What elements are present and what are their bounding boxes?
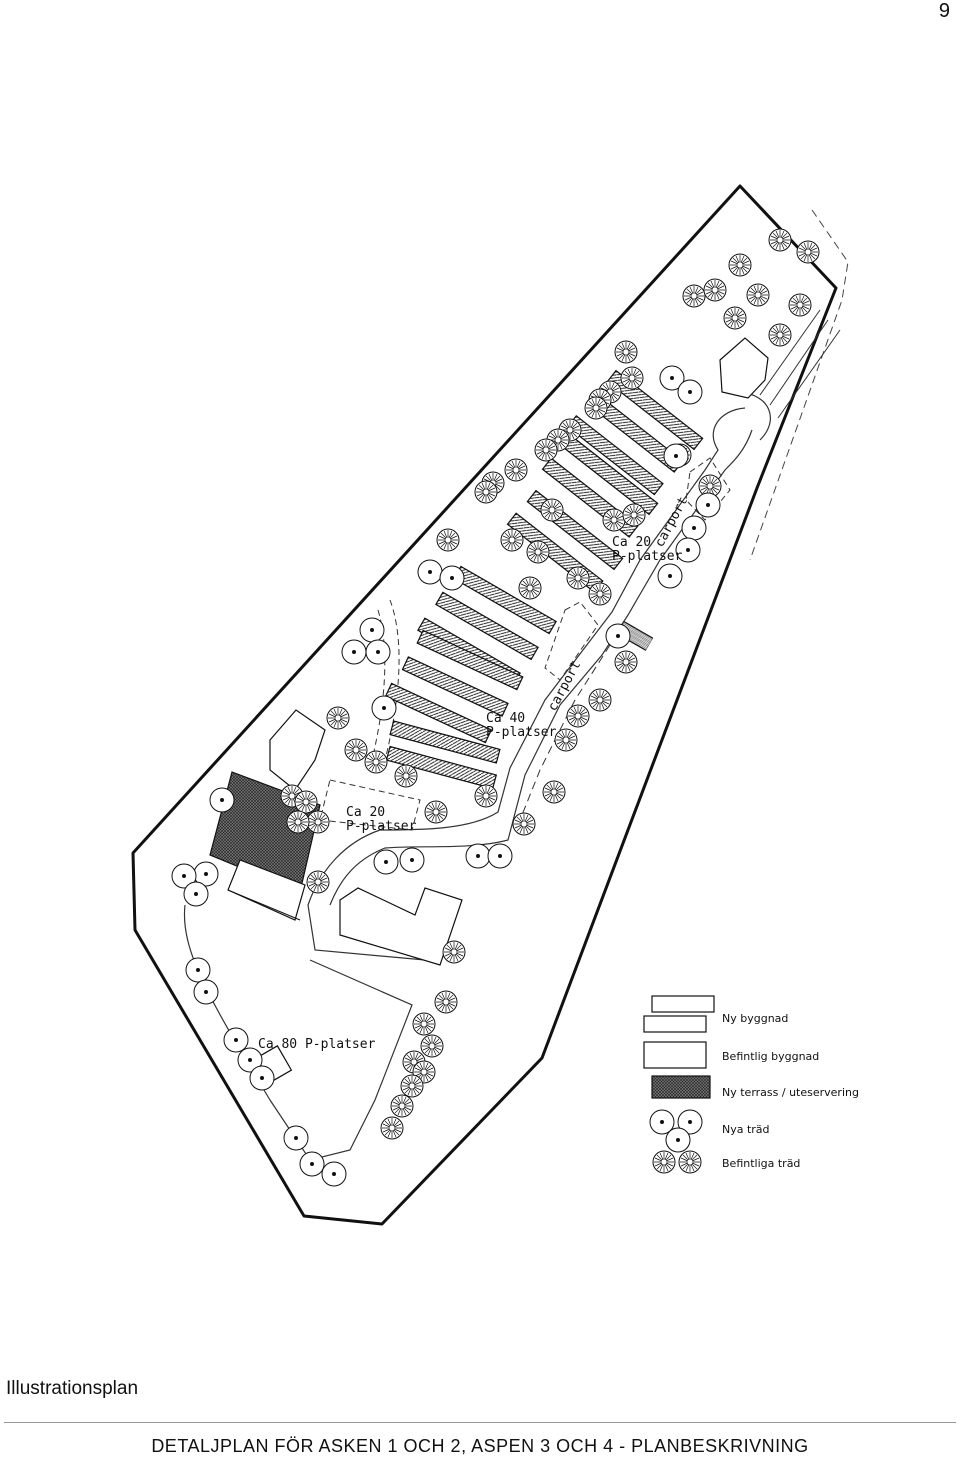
legend-befintliga-trad: Befintliga träd [722, 1157, 800, 1170]
label-p40-1: Ca 40 [486, 711, 525, 726]
access-road [307, 407, 746, 961]
label-p20-north-1: Ca 20 [612, 535, 651, 550]
legend-new-trees-symbol [649, 1109, 703, 1153]
new-building [227, 859, 306, 921]
label-p20-north-2: P-platser [612, 549, 683, 564]
label-p40-2: P-platser [486, 725, 557, 740]
footer-title: DETALJPLAN FÖR ASKEN 1 OCH 2, ASPEN 3 OC… [151, 1436, 809, 1456]
legend-existing-trees-symbol [652, 1150, 702, 1174]
label-p80: Ca 80 P-platser [258, 1037, 376, 1052]
existing-building-center [339, 887, 463, 966]
legend-swatch-new-building [651, 995, 715, 1013]
label-p20-south-2: P-platser [346, 819, 417, 834]
site-boundary [131, 184, 838, 1226]
legend: Ny byggnad Befintlig byggnad Ny terrass … [643, 995, 859, 1174]
plan-caption: Illustrationsplan [6, 1378, 139, 1399]
page-number: 9 [938, 0, 950, 22]
site-plan-drawing: Ca 20 P-platser carport Ca 40 P-platser … [131, 184, 859, 1226]
legend-swatch-terrace [651, 1075, 711, 1099]
existing-building-north [719, 337, 769, 399]
footer-divider [4, 1422, 956, 1423]
legend-ny-terrass: Ny terrass / uteservering [722, 1086, 859, 1099]
legend-nya-trad: Nya träd [722, 1123, 770, 1136]
legend-befintlig-byggnad: Befintlig byggnad [722, 1050, 819, 1063]
existing-building-west [269, 709, 326, 791]
label-p20-south-1: Ca 20 [346, 805, 385, 820]
legend-swatch-existing-building [643, 1041, 707, 1069]
legend-ny-byggnad: Ny byggnad [722, 1012, 788, 1025]
